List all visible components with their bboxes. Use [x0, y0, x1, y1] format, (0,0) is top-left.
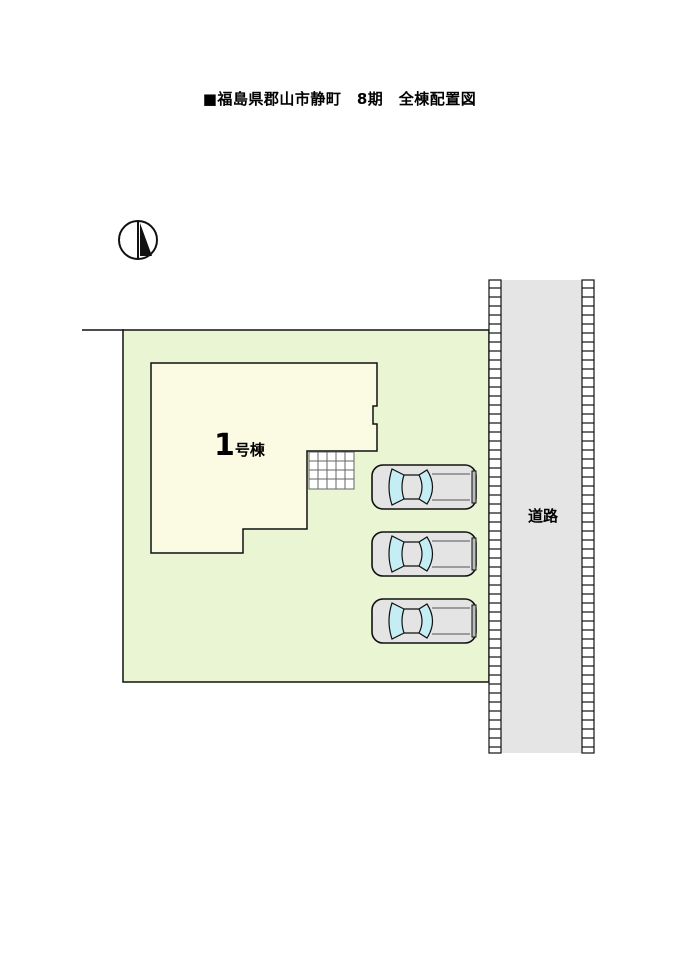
building-label: 1号棟 [214, 428, 265, 463]
car-icon [371, 464, 477, 510]
north-arrow-icon [118, 220, 158, 260]
road [501, 280, 582, 753]
right-gutter [581, 279, 595, 754]
terrace-grid [308, 451, 355, 490]
building-footprint [150, 362, 378, 554]
building-number: 1 [214, 428, 235, 463]
parking-area [371, 464, 477, 644]
building-suffix: 号棟 [234, 441, 265, 459]
car-icon [371, 531, 477, 577]
left-gutter [488, 279, 502, 754]
car-icon [371, 598, 477, 644]
road-label: 道路 [527, 507, 558, 525]
page-title: ■福島県郡山市静町 8期 全棟配置図 [202, 90, 477, 108]
